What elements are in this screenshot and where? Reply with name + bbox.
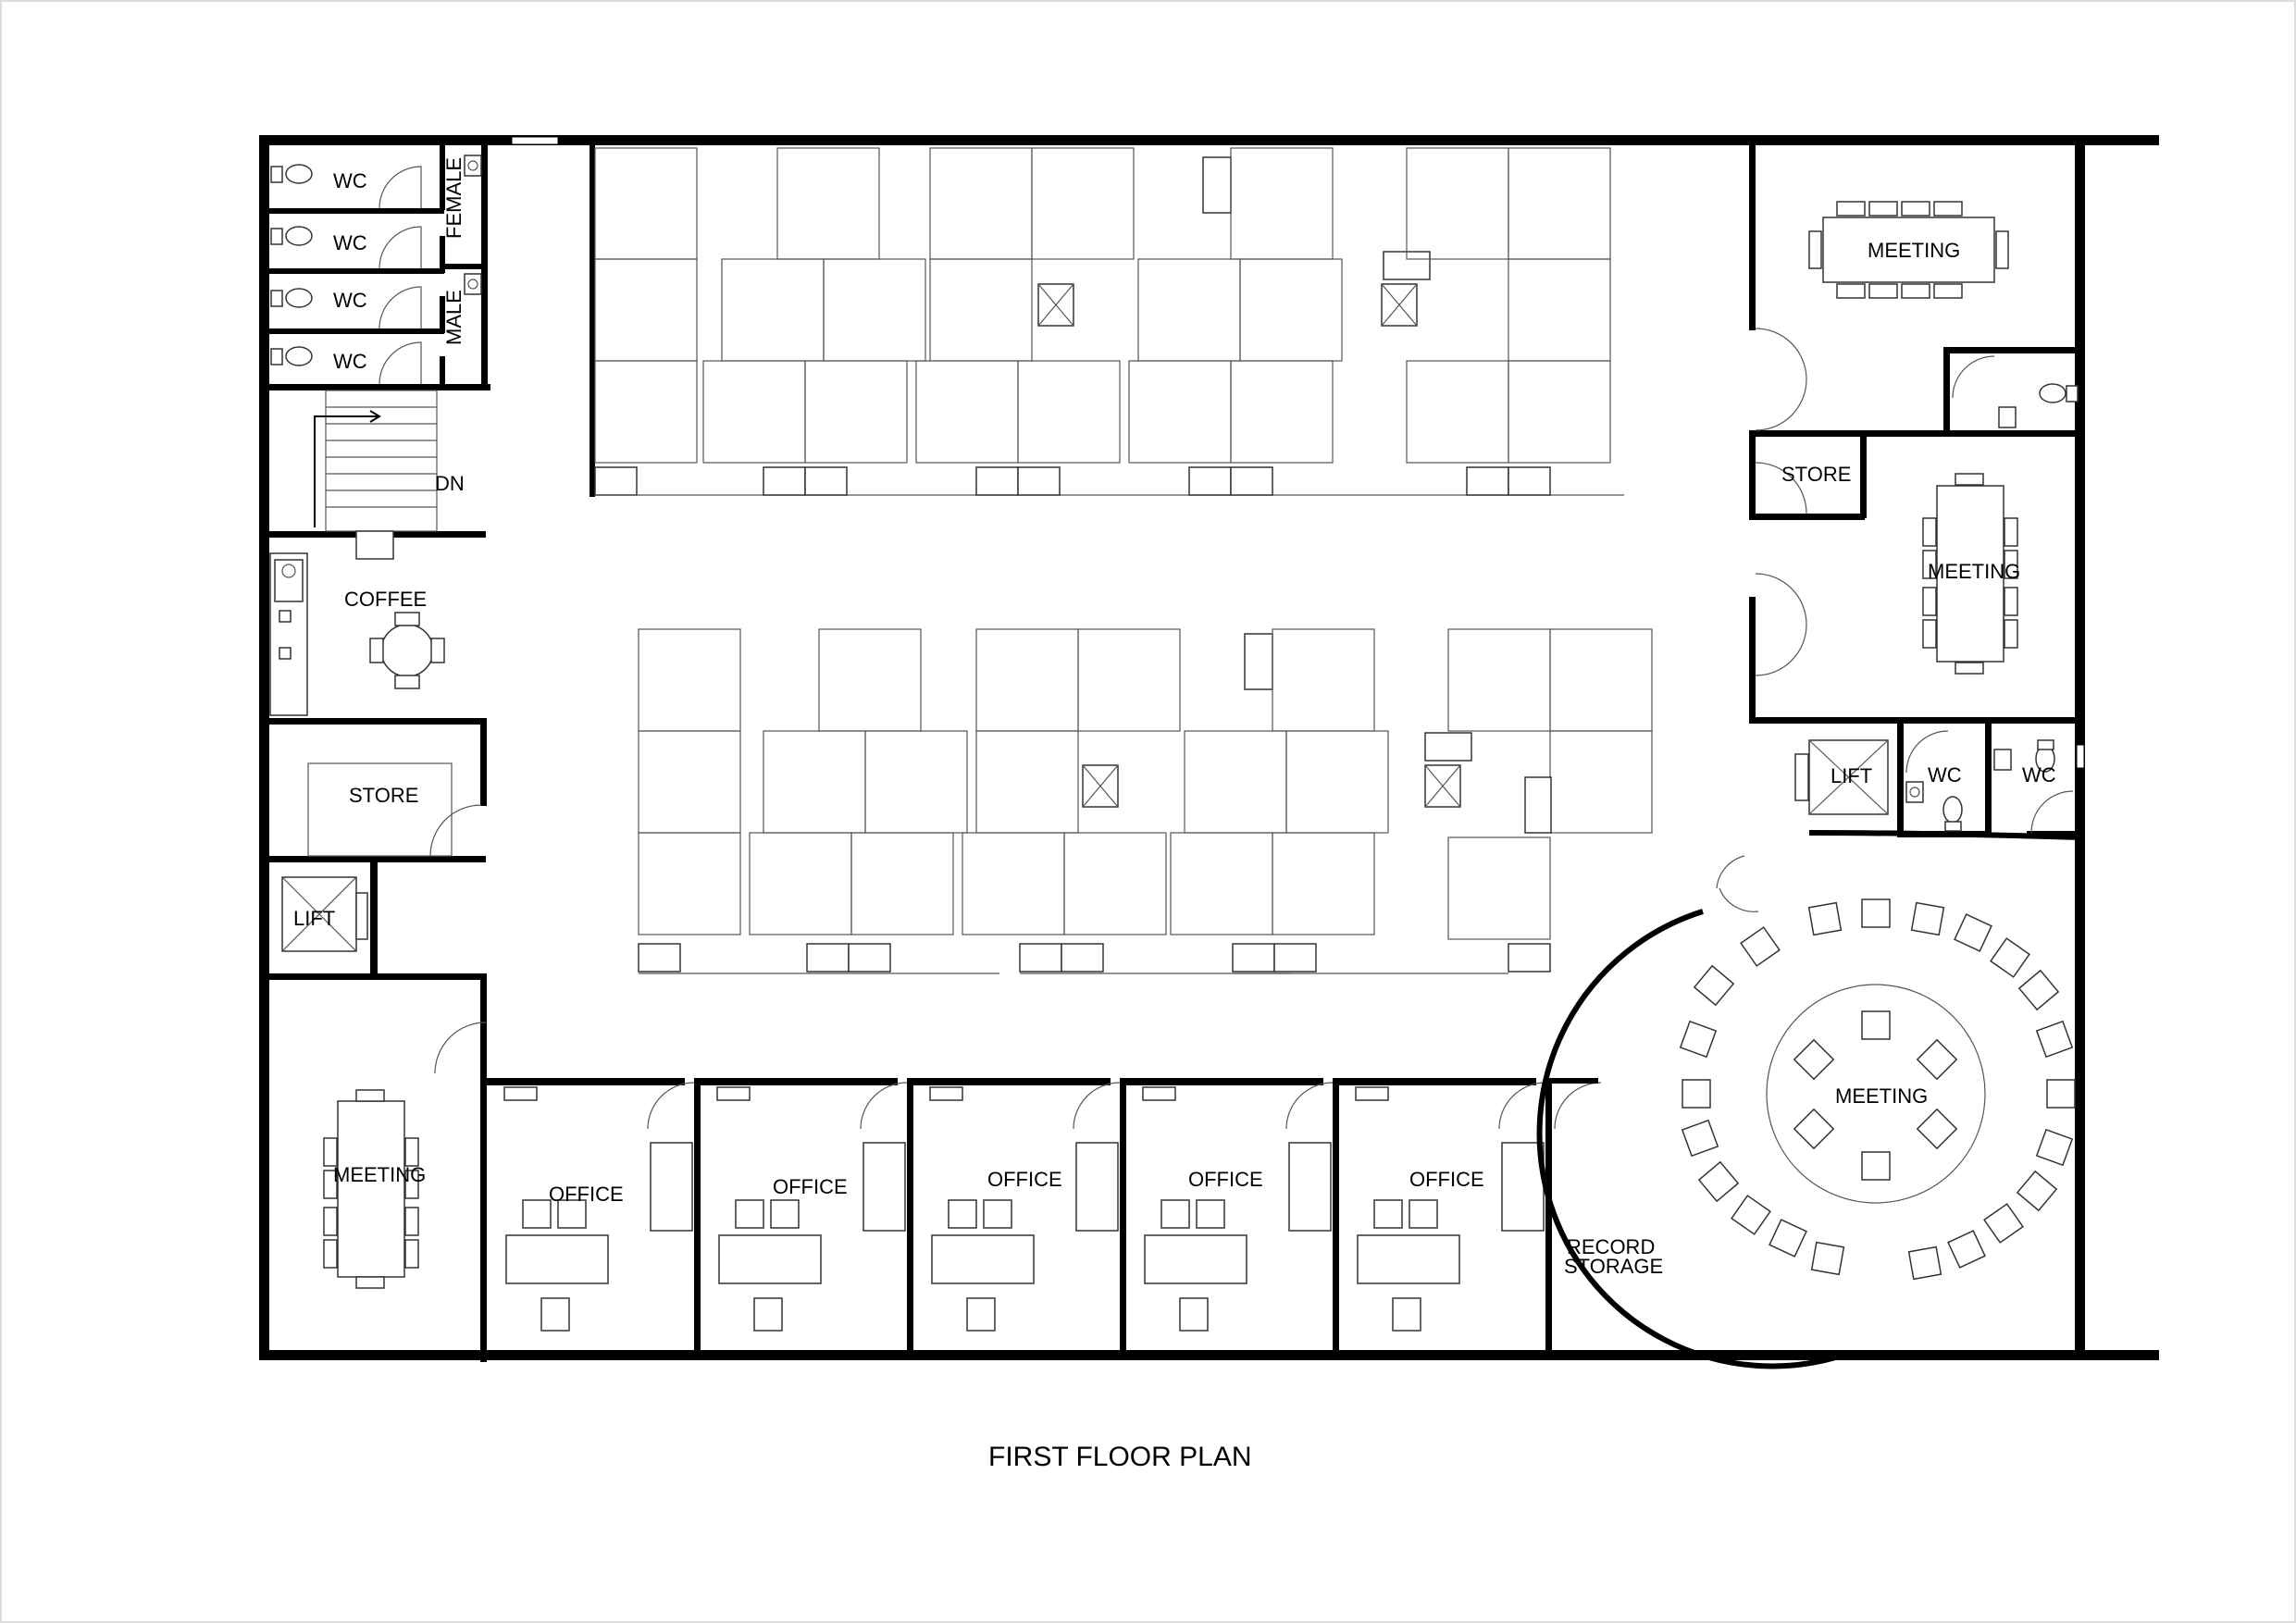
- lift-left-label: LIFT: [293, 907, 335, 930]
- office-1-label: OFFICE: [549, 1183, 624, 1206]
- meeting-left-label: MEETING: [333, 1163, 426, 1186]
- office-walls: [481, 1078, 1552, 1356]
- door-swing-icon: [379, 166, 422, 385]
- wc-label-3: WC: [333, 289, 367, 312]
- meeting-top-right: [1755, 201, 2079, 431]
- coffee-label: COFFEE: [344, 588, 427, 611]
- meeting-left: [323, 1022, 487, 1289]
- staircase: [314, 390, 438, 560]
- toilet-icon: [270, 164, 313, 366]
- office-5-label: OFFICE: [1409, 1168, 1484, 1191]
- wc-label-2: WC: [333, 231, 367, 254]
- meeting-right-label: MEETING: [1928, 560, 2020, 583]
- lift-left: [281, 876, 368, 952]
- round-meeting-room: [1536, 830, 2083, 1369]
- female-label: FEMALE: [442, 157, 465, 239]
- wc-right-label-1: WC: [1928, 763, 1962, 787]
- store-left: [307, 762, 482, 857]
- wc-label-4: WC: [333, 350, 367, 373]
- office-2-label: OFFICE: [773, 1175, 848, 1198]
- coffee-fixtures: [269, 552, 445, 716]
- store-right-label: STORE: [1781, 463, 1851, 486]
- meeting-round-label: MEETING: [1835, 1084, 1928, 1108]
- male-label: MALE: [442, 290, 465, 345]
- meeting-top-right-label: MEETING: [1868, 239, 1960, 262]
- record-storage-label-1: RECORD: [1567, 1235, 1655, 1258]
- workstations-top: [590, 145, 1624, 497]
- office-3-label: OFFICE: [987, 1168, 1062, 1191]
- lift-right-label: LIFT: [1831, 764, 1872, 787]
- sink-icon: [464, 155, 482, 295]
- wc-label-1: WC: [333, 169, 367, 192]
- stair-dn-label: DN: [435, 472, 465, 495]
- lift-right: [1794, 730, 2085, 834]
- workstations-bottom: [638, 628, 1653, 974]
- right-wing-walls: [1749, 145, 2082, 837]
- store-left-label: STORE: [349, 784, 418, 807]
- wc-right-label-2: WC: [2022, 763, 2056, 787]
- office-furniture: [503, 1078, 1602, 1332]
- meeting-right: [1755, 473, 2018, 676]
- plan-title: FIRST FLOOR PLAN: [988, 1442, 1252, 1472]
- store-right: [1755, 462, 1807, 514]
- office-4-label: OFFICE: [1188, 1168, 1263, 1191]
